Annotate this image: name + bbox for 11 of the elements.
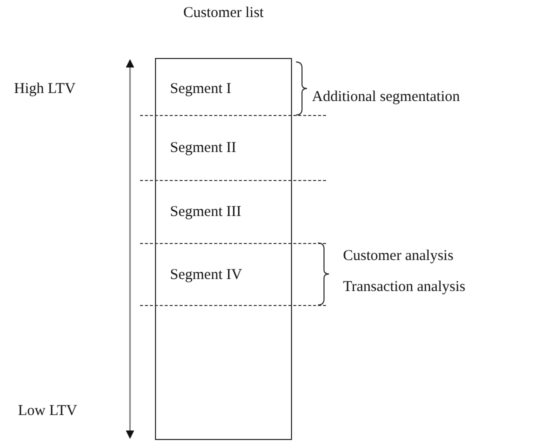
segment-label: Segment II bbox=[170, 139, 236, 158]
box-heading: Customer list bbox=[182, 4, 265, 23]
segment-label: Segment III bbox=[170, 203, 242, 222]
segment-label: Segment IV bbox=[170, 266, 242, 285]
segment-label: Segment I bbox=[170, 80, 232, 100]
annotation-text: Additional segmentation bbox=[312, 88, 460, 107]
annotation-text: High LTV bbox=[14, 80, 76, 99]
annotation-text: Transaction analysis bbox=[343, 278, 466, 297]
annotation-text: Customer analysis bbox=[343, 247, 454, 266]
annotation-text: Low LTV bbox=[18, 402, 78, 421]
customer-list-box bbox=[155, 58, 292, 440]
